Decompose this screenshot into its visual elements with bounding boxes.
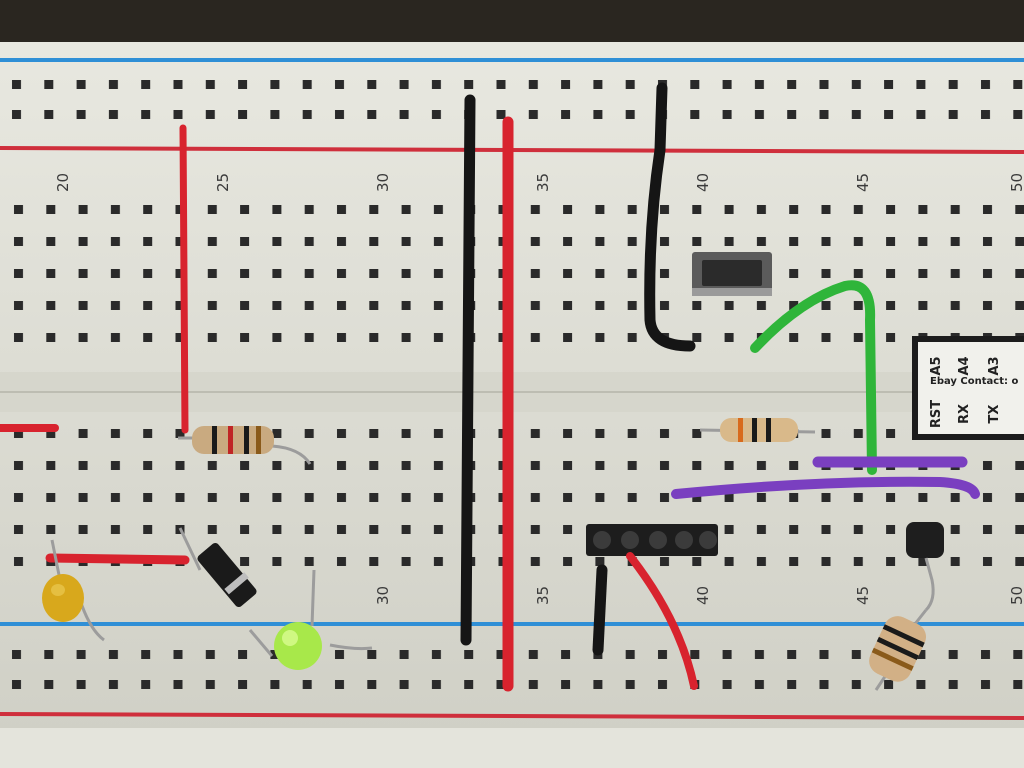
pin-label-a4: A4 <box>957 356 972 375</box>
col-label-b40: 40 <box>694 586 712 605</box>
diode <box>178 527 274 657</box>
pin-label-a3: A3 <box>987 356 1002 375</box>
microcontroller-module: A5 A4 A3 Ebay Contact: o RST RX TX <box>912 336 1024 440</box>
col-label-45: 45 <box>854 173 872 192</box>
pin-label-rst: RST <box>929 400 944 428</box>
red-jumper-wire-horizontal <box>45 553 190 565</box>
top-column-numbers: 20 25 30 35 40 45 50 <box>54 173 1024 192</box>
pin-label-tx: TX <box>987 405 1002 424</box>
background <box>0 0 1024 45</box>
tactile-switch <box>692 252 772 296</box>
pin-label-rx: RX <box>957 404 972 424</box>
ceramic-capacitor <box>42 539 105 642</box>
green-led <box>274 569 373 670</box>
bottom-column-numbers: 30 35 40 45 50 <box>374 586 1024 605</box>
black-jumper-wire-short <box>592 564 608 656</box>
pin-header <box>586 524 718 556</box>
col-label-25: 25 <box>214 173 232 192</box>
red-jumper-wire-vertical <box>179 124 189 434</box>
col-label-35: 35 <box>534 173 552 192</box>
bottom-rail-red-line <box>0 712 1024 720</box>
col-label-b35: 35 <box>534 586 552 605</box>
resistor-right <box>699 418 816 442</box>
col-label-40: 40 <box>694 173 712 192</box>
col-label-b30: 30 <box>374 586 392 605</box>
board-edge <box>0 728 1024 768</box>
module-label: Ebay Contact: o <box>930 376 1018 387</box>
purple-jumper-wire-lower <box>671 476 980 499</box>
col-label-b45: 45 <box>854 586 872 605</box>
black-jumper-wire-bent <box>644 82 696 352</box>
resistor-bottom-right <box>869 609 928 691</box>
red-jumper-wire-curved <box>626 552 698 690</box>
resistor-left <box>178 426 312 465</box>
col-label-50: 50 <box>1008 173 1024 192</box>
pin-label-a5: A5 <box>929 356 944 375</box>
transistor <box>906 522 944 612</box>
col-label-20: 20 <box>54 173 72 192</box>
black-jumper-wire-long <box>460 94 476 646</box>
green-jumper-wire <box>750 280 877 475</box>
col-label-30: 30 <box>374 173 392 192</box>
col-label-b50: 50 <box>1008 586 1024 605</box>
